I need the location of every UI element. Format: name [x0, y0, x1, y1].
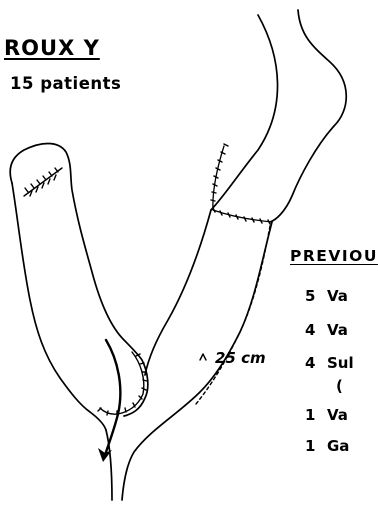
- previous-item-count: 4: [305, 321, 327, 339]
- previous-item-label: Ga: [327, 437, 349, 455]
- blind-end-suture: [24, 168, 62, 196]
- figure-title: ROUX Y: [4, 36, 100, 60]
- gastric-pouch-outline-right: [270, 10, 346, 222]
- previous-item-label: Va: [327, 287, 348, 305]
- limb-length-measure: [196, 226, 270, 404]
- previous-item-count: 5: [305, 287, 327, 305]
- previous-item-label: Sul: [327, 354, 354, 372]
- roux-limb-left-wall: [145, 210, 211, 375]
- previous-item-count: 4: [305, 354, 327, 372]
- figure-subtitle: 15 patients: [10, 74, 121, 93]
- limb-length-label: 25 cm: [215, 349, 266, 367]
- flow-arrow: [104, 340, 120, 458]
- previous-item-label: Va: [327, 406, 348, 424]
- gastric-pouch-outline: [211, 15, 278, 210]
- previous-item-count: 1: [305, 437, 327, 455]
- previous-procedures-heading: PREVIOU: [290, 247, 378, 265]
- previous-item-label: Va: [327, 321, 348, 339]
- previous-item-count: 1: [305, 406, 327, 424]
- previous-item-continuation: (: [336, 377, 343, 395]
- measure-tick: [200, 354, 206, 360]
